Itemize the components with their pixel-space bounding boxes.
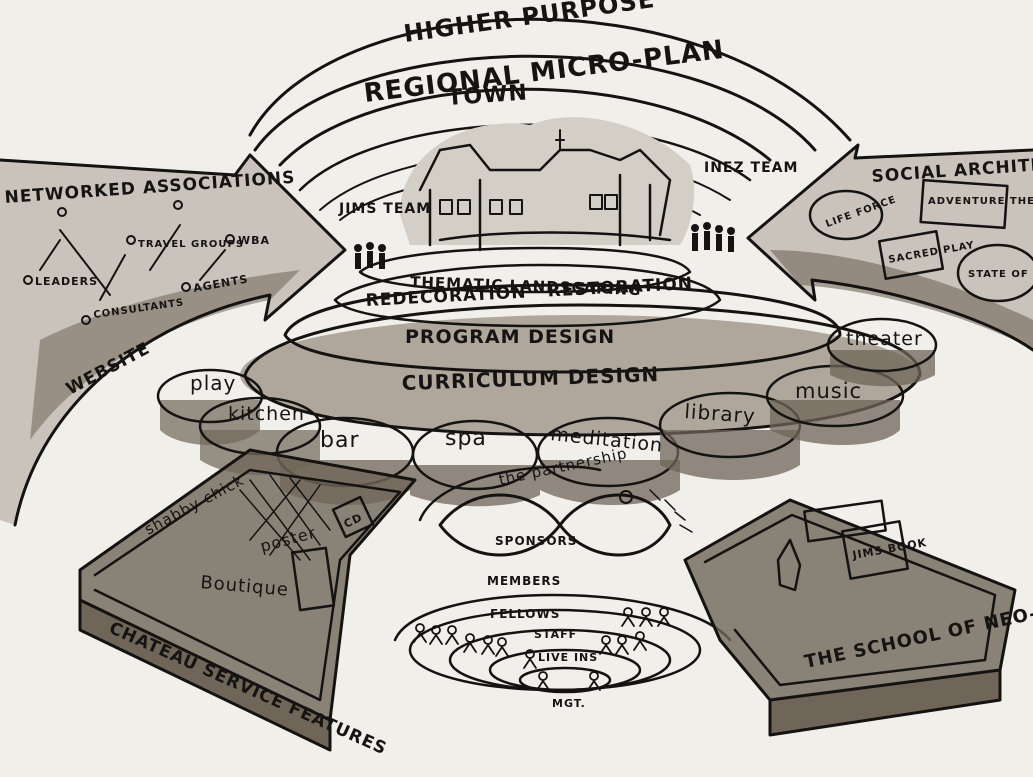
- library-label: library: [684, 399, 757, 428]
- state-label: STATE OF BEING: [968, 269, 1033, 280]
- town-label: TOWN: [447, 80, 529, 111]
- higher-label: HIGHER PURPOSE: [402, 0, 657, 48]
- sponsors-label: SPONSORS: [495, 534, 577, 548]
- life-force-circle: [808, 189, 884, 241]
- inez-team-label: INEZ TEAM: [704, 160, 798, 176]
- live-ins-label: LIVE INS: [538, 651, 598, 664]
- travel-label: TRAVEL GROUPS: [138, 239, 244, 250]
- spa-label: spa: [445, 426, 487, 451]
- staff-label: STAFF: [534, 628, 577, 641]
- jims-team-label: JIMS TEAM: [338, 201, 431, 217]
- notebook: [803, 499, 887, 543]
- theater-label: theater: [846, 328, 923, 350]
- leaders-label: LEADERS: [35, 275, 98, 288]
- music-label: music: [795, 379, 862, 403]
- partnership-loop: [418, 465, 693, 557]
- fellows-label: FELLOWS: [490, 607, 560, 621]
- play-label: play: [190, 371, 236, 395]
- chateau-building: [400, 117, 695, 252]
- social-arrow: [746, 143, 1033, 352]
- member-figures: [413, 607, 671, 691]
- cd-box: [331, 495, 375, 539]
- sacred-play-box: [877, 230, 945, 280]
- mgt-label: MGT.: [552, 697, 586, 710]
- program-label: PROGRAM DESIGN: [405, 326, 615, 348]
- jims-book: [841, 520, 909, 580]
- school-wing: [683, 498, 1017, 737]
- wba-label: WBA: [238, 234, 270, 247]
- network-nodes: [23, 200, 235, 325]
- inez-team-figures: [691, 222, 735, 252]
- membership-rings: [393, 593, 732, 694]
- bar-label: bar: [320, 428, 360, 453]
- networked-arrow: [0, 153, 347, 527]
- state-of-being-circle: [956, 243, 1033, 303]
- kitchen-label: kitchen: [228, 403, 305, 425]
- adventure-box: [919, 178, 1009, 230]
- chateau-wing: [78, 448, 417, 752]
- adventure-label: ADVENTURE THEATER: [928, 196, 1033, 207]
- members-label: MEMBERS: [487, 574, 561, 588]
- poster-frame: [290, 546, 336, 612]
